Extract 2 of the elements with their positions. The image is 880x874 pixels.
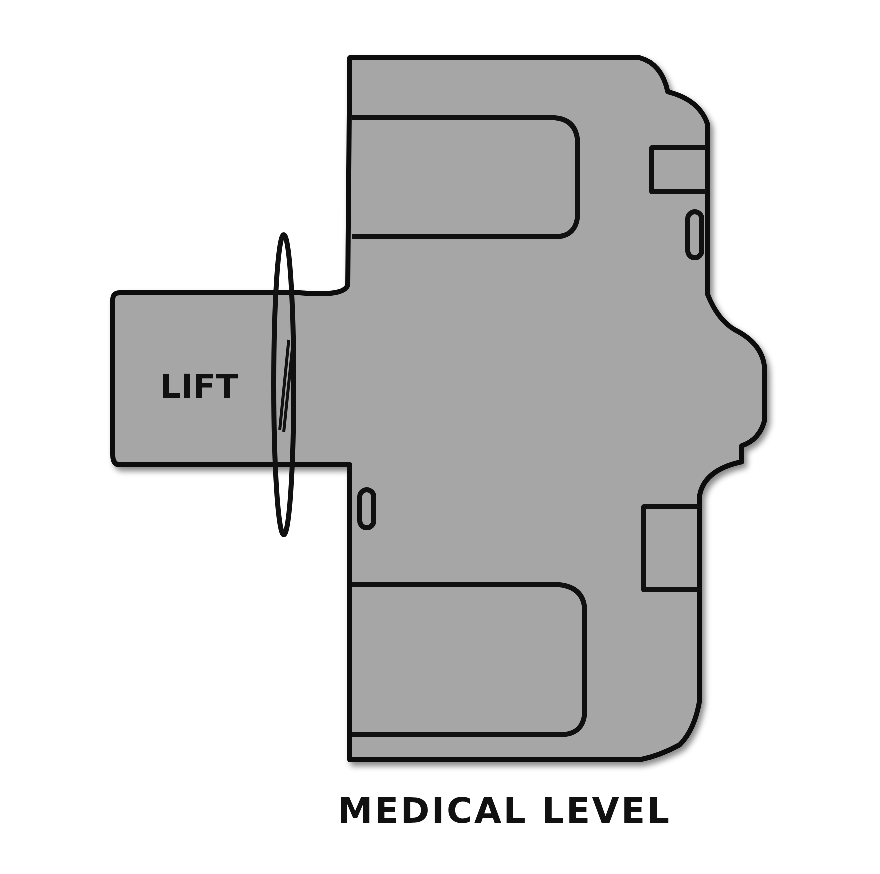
floor-title: MEDICAL LEVEL: [338, 795, 672, 830]
room-label: LIFT: [160, 370, 238, 403]
